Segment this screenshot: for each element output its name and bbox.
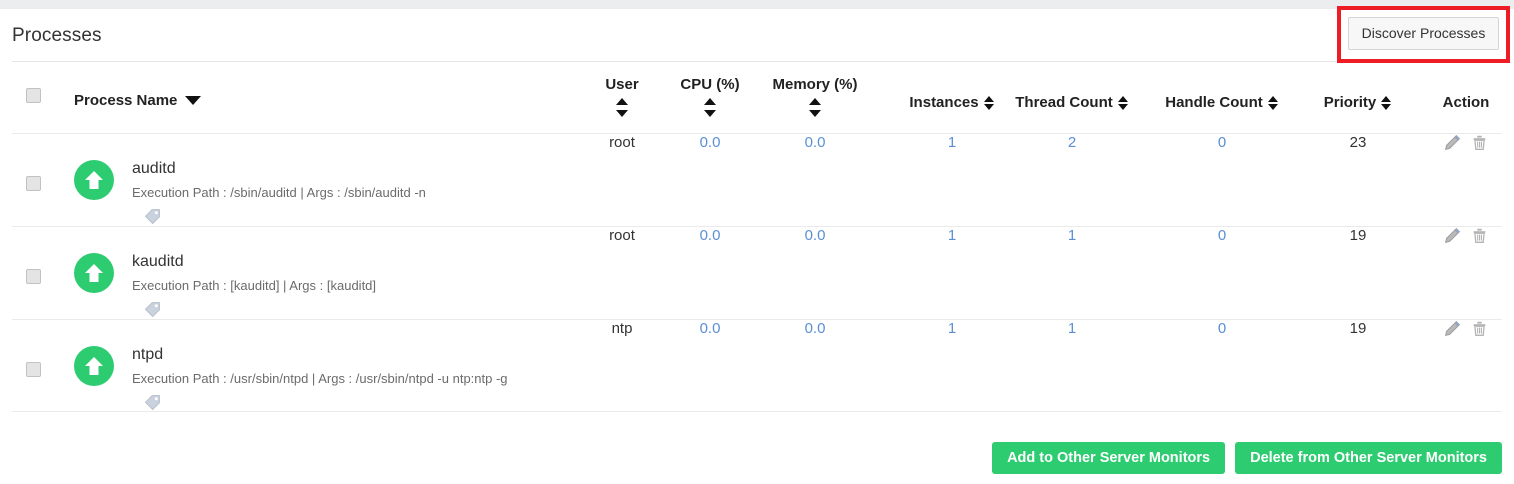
priority-value: 23 bbox=[1349, 134, 1367, 151]
column-header-cpu-label: CPU (%) bbox=[680, 76, 740, 93]
thread-count-value[interactable]: 2 bbox=[1067, 134, 1077, 151]
row-checkbox-cell bbox=[26, 176, 41, 191]
tag-icon[interactable] bbox=[144, 394, 162, 411]
sort-toggle-icon[interactable] bbox=[1267, 95, 1279, 111]
process-name: ntpd bbox=[132, 346, 164, 363]
discover-processes-button[interactable]: Discover Processes bbox=[1348, 17, 1499, 50]
select-all-checkbox[interactable] bbox=[26, 88, 41, 103]
column-header-cpu[interactable]: CPU (%) bbox=[667, 76, 753, 117]
sort-desc-icon[interactable] bbox=[185, 95, 202, 105]
select-all-checkbox-cell bbox=[26, 88, 41, 103]
sort-toggle-icon[interactable] bbox=[615, 98, 629, 117]
table-row: kauditd Execution Path : [kauditd] | Arg… bbox=[12, 226, 1502, 319]
handle-count-value[interactable]: 0 bbox=[1217, 227, 1227, 244]
green-up-arrow-icon bbox=[74, 160, 114, 200]
column-header-handle-count[interactable]: Handle Count bbox=[1162, 94, 1282, 111]
instances-value[interactable]: 1 bbox=[947, 320, 957, 337]
column-header-memory[interactable]: Memory (%) bbox=[760, 76, 870, 117]
top-strip bbox=[0, 0, 1514, 9]
action-cell bbox=[1430, 227, 1502, 249]
green-up-arrow-icon bbox=[74, 346, 114, 386]
column-header-handle-count-label: Handle Count bbox=[1165, 94, 1263, 111]
tag-icon[interactable] bbox=[144, 301, 162, 318]
priority-value: 19 bbox=[1349, 227, 1367, 244]
column-header-action: Action bbox=[1430, 94, 1502, 111]
delete-icon[interactable] bbox=[1471, 134, 1488, 156]
row-select-checkbox[interactable] bbox=[26, 176, 41, 191]
column-header-thread-count[interactable]: Thread Count bbox=[1012, 94, 1132, 111]
column-header-priority-label: Priority bbox=[1323, 94, 1377, 111]
memory-value[interactable]: 0.0 bbox=[804, 320, 826, 337]
column-header-instances[interactable]: Instances bbox=[902, 94, 1002, 111]
instances-value[interactable]: 1 bbox=[947, 134, 957, 151]
user-value: root bbox=[609, 134, 635, 151]
sort-toggle-icon[interactable] bbox=[703, 98, 717, 117]
sort-toggle-icon[interactable] bbox=[1381, 95, 1392, 111]
column-header-user[interactable]: User bbox=[582, 76, 662, 117]
sort-toggle-icon[interactable] bbox=[1117, 95, 1129, 111]
header-divider bbox=[12, 61, 1502, 62]
cpu-value[interactable]: 0.0 bbox=[699, 320, 721, 337]
table-header-row: Process Name User CPU (%) Memory (%) Ins… bbox=[12, 62, 1502, 133]
processes-table: Process Name User CPU (%) Memory (%) Ins… bbox=[12, 62, 1502, 412]
sort-toggle-icon[interactable] bbox=[808, 98, 822, 117]
column-header-user-label: User bbox=[605, 76, 639, 93]
footer-actions: Add to Other Server Monitors Delete from… bbox=[992, 442, 1502, 474]
discover-processes-highlight bbox=[1337, 6, 1510, 63]
memory-value[interactable]: 0.0 bbox=[804, 227, 826, 244]
delete-from-other-server-monitors-button[interactable]: Delete from Other Server Monitors bbox=[1235, 442, 1502, 474]
tag-icon[interactable] bbox=[144, 208, 162, 225]
column-header-instances-label: Instances bbox=[909, 94, 979, 111]
instances-value[interactable]: 1 bbox=[947, 227, 957, 244]
delete-icon[interactable] bbox=[1471, 227, 1488, 249]
row-checkbox-cell bbox=[26, 269, 41, 284]
row-select-checkbox[interactable] bbox=[26, 362, 41, 377]
process-details: Execution Path : /sbin/auditd | Args : /… bbox=[132, 185, 426, 200]
process-name: kauditd bbox=[132, 253, 184, 270]
sort-toggle-icon[interactable] bbox=[983, 95, 995, 111]
column-header-action-label: Action bbox=[1442, 94, 1490, 111]
handle-count-value[interactable]: 0 bbox=[1217, 320, 1227, 337]
column-header-process-name-label: Process Name bbox=[74, 92, 178, 109]
memory-value[interactable]: 0.0 bbox=[804, 134, 826, 151]
user-value: root bbox=[609, 227, 635, 244]
column-header-thread-count-label: Thread Count bbox=[1015, 94, 1113, 111]
add-to-other-server-monitors-button[interactable]: Add to Other Server Monitors bbox=[992, 442, 1226, 474]
edit-icon[interactable] bbox=[1444, 320, 1461, 342]
page-title: Processes bbox=[12, 25, 102, 46]
table-row: ntpd Execution Path : /usr/sbin/ntpd | A… bbox=[12, 319, 1502, 412]
column-header-priority[interactable]: Priority bbox=[1312, 94, 1404, 111]
table-row: auditd Execution Path : /sbin/auditd | A… bbox=[12, 133, 1502, 226]
cpu-value[interactable]: 0.0 bbox=[699, 134, 721, 151]
user-value: ntp bbox=[611, 320, 633, 337]
handle-count-value[interactable]: 0 bbox=[1217, 134, 1227, 151]
priority-value: 19 bbox=[1349, 320, 1367, 337]
cpu-value[interactable]: 0.0 bbox=[699, 227, 721, 244]
process-name: auditd bbox=[132, 160, 176, 177]
thread-count-value[interactable]: 1 bbox=[1067, 227, 1077, 244]
panel-header: Processes bbox=[0, 9, 1514, 61]
column-header-memory-label: Memory (%) bbox=[772, 76, 858, 93]
process-details: Execution Path : [kauditd] | Args : [kau… bbox=[132, 278, 377, 293]
edit-icon[interactable] bbox=[1444, 227, 1461, 249]
row-checkbox-cell bbox=[26, 362, 41, 377]
process-details: Execution Path : /usr/sbin/ntpd | Args :… bbox=[132, 371, 508, 386]
column-header-process-name[interactable]: Process Name bbox=[74, 92, 574, 109]
action-cell bbox=[1430, 134, 1502, 156]
row-select-checkbox[interactable] bbox=[26, 269, 41, 284]
thread-count-value[interactable]: 1 bbox=[1067, 320, 1077, 337]
green-up-arrow-icon bbox=[74, 253, 114, 293]
delete-icon[interactable] bbox=[1471, 320, 1488, 342]
action-cell bbox=[1430, 320, 1502, 342]
edit-icon[interactable] bbox=[1444, 134, 1461, 156]
